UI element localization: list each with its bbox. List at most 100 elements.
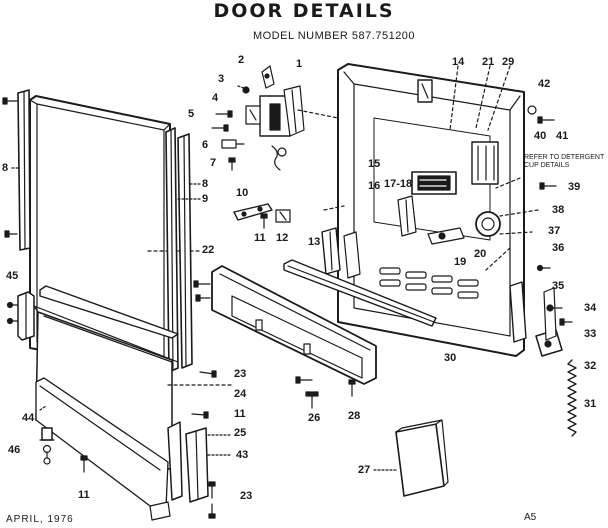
washer-40 [527, 105, 537, 115]
callout-16: 16 [368, 180, 381, 192]
side-trim-left [11, 89, 31, 251]
screw-41 [537, 116, 555, 124]
liner-vent-slots [379, 267, 479, 299]
callout-12: 12 [276, 232, 289, 244]
callout-41: 41 [556, 130, 569, 142]
callout-30: 30 [444, 352, 457, 364]
bottom-channel [283, 259, 437, 327]
screw-7 [228, 157, 236, 171]
callout-2: 2 [238, 54, 245, 66]
page-code: A5 [524, 512, 537, 523]
screws-45 [6, 301, 19, 325]
callout-10: 10 [236, 187, 249, 199]
callout-22: 22 [202, 244, 215, 256]
callout-15: 15 [368, 158, 381, 170]
screw-23-upper [199, 370, 217, 378]
callout-40: 40 [534, 130, 547, 142]
screw-11-mid [191, 411, 209, 419]
callout-29: 29 [502, 56, 515, 68]
callout-25: 25 [234, 427, 247, 439]
callout-31: 31 [584, 398, 597, 410]
screws-28-left [193, 280, 211, 302]
callout-28: 28 [348, 410, 361, 422]
side-trim-right-inner [165, 127, 179, 373]
liner-bracket-35 [509, 281, 527, 343]
page-title: DOOR DETAILS [213, 0, 395, 22]
callout-21: 21 [482, 56, 495, 68]
callout-23-upper: 23 [234, 368, 247, 380]
owners-manual [395, 419, 449, 497]
callout-43: 43 [236, 449, 249, 461]
callout-11-bottom: 11 [78, 489, 90, 501]
callout-38: 38 [552, 204, 565, 216]
detergent-cup [411, 171, 457, 195]
liner-latch-block [471, 141, 499, 185]
screw-36 [536, 264, 551, 272]
callout-1: 1 [296, 58, 303, 70]
callout-19: 19 [454, 256, 467, 268]
note-line-2: CUP DETAILS [524, 162, 570, 169]
screw-top-left [2, 97, 18, 105]
liner-bracket-inner [343, 231, 361, 279]
rinse-dispenser-37 [475, 211, 501, 237]
screw-33 [559, 318, 573, 326]
callout-37: 37 [548, 225, 561, 237]
callout-36: 36 [552, 242, 565, 254]
callout-44: 44 [22, 412, 35, 424]
callout-45: 45 [6, 270, 19, 282]
screw-mid-left [4, 230, 18, 238]
bottom-strip [35, 377, 171, 521]
hinge-bracket-32 [535, 287, 563, 357]
callout-6: 6 [202, 139, 209, 151]
liner-hinge-top [417, 79, 433, 103]
clip-12 [275, 209, 291, 223]
callout-46: 46 [8, 444, 21, 456]
callout-3: 3 [218, 73, 225, 85]
callout-42: 42 [538, 78, 551, 90]
callout-17-18: 17-18 [384, 178, 413, 190]
callout-13: 13 [308, 236, 321, 248]
callout-39: 39 [568, 181, 581, 193]
callout-35: 35 [552, 280, 565, 292]
leveling-foot [39, 427, 55, 465]
side-trim-right-outer [177, 133, 193, 369]
hinge-arm-10 [233, 203, 273, 221]
model-number: MODEL NUMBER 587.751200 [252, 30, 416, 42]
bracket-45 [17, 291, 35, 341]
callout-14: 14 [452, 56, 465, 68]
callout-32: 32 [584, 360, 597, 372]
screw-23-lower [208, 481, 216, 519]
lower-inner-panel [211, 265, 377, 385]
screw-39 [539, 182, 557, 190]
latch-spring [271, 145, 287, 171]
callout-20: 20 [474, 248, 487, 260]
latch-pin-3 [237, 85, 250, 94]
switch-6 [221, 139, 245, 149]
callout-9: 9 [202, 193, 209, 205]
callout-8-left: 8 [2, 162, 9, 174]
callout-33: 33 [584, 328, 597, 340]
screw-11-upper [260, 213, 268, 229]
screw-lower-center [295, 376, 313, 384]
dispenser-lever [427, 227, 465, 245]
note-line-1: REFER TO DETERGENT [524, 154, 605, 161]
door-spring [567, 359, 577, 437]
callout-27: 27 [358, 464, 371, 476]
latch-assembly [245, 85, 305, 137]
screw-26 [305, 391, 319, 409]
publication-date: APRIL, 1976 [6, 514, 74, 525]
callout-7: 7 [210, 157, 217, 169]
callout-23-lower: 23 [240, 490, 253, 502]
side-bracket-43 [167, 421, 209, 503]
callout-11-mid: 11 [234, 408, 246, 420]
dispenser-arm [397, 195, 417, 237]
screw-34 [546, 304, 563, 312]
latch-screws-5 [211, 110, 233, 132]
callout-4: 4 [212, 92, 219, 104]
screw-11-bottom [80, 455, 88, 473]
callout-24: 24 [234, 388, 247, 400]
callout-11-upper: 11 [254, 232, 266, 244]
callout-8-right: 8 [202, 178, 209, 190]
